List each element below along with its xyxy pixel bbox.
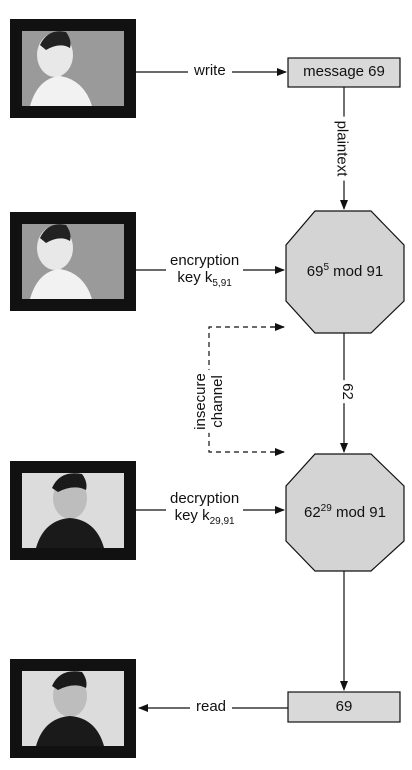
- encrypt-octagon: [285, 210, 405, 334]
- message-text: message 69: [303, 63, 385, 80]
- output-box: [287, 691, 401, 723]
- write-label: write: [188, 62, 232, 80]
- cipher-value-label: 62: [338, 380, 356, 403]
- message-box: [287, 57, 401, 88]
- read-label: read: [190, 698, 233, 716]
- insecure-channel-label: insecure channel: [192, 370, 226, 433]
- encryption-key-label: encryption key k5,91: [166, 252, 244, 290]
- plaintext-label: plaintext: [333, 116, 351, 181]
- output-text: 69: [335, 698, 353, 715]
- decrypt-formula: 6229 mod 91: [303, 503, 386, 521]
- receiver-portrait: [10, 659, 136, 758]
- decryptor-portrait: [10, 461, 136, 560]
- encrypt-formula: 695 mod 91: [306, 262, 384, 280]
- decryption-key-label: decryption key k29,91: [166, 490, 244, 528]
- encryptor-portrait: [10, 212, 136, 311]
- sender-portrait: [10, 19, 136, 118]
- decrypt-octagon: [285, 453, 405, 572]
